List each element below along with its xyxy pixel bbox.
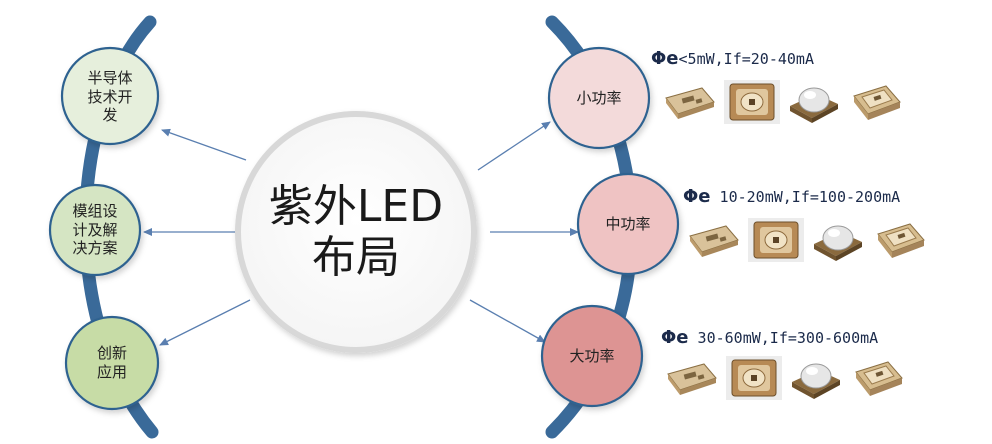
- arrow-to-innovation: [159, 299, 251, 346]
- node-mid-power-circle[interactable]: [576, 172, 680, 276]
- node-high-power-label: 大功率: [569, 346, 615, 365]
- node-high-power-circle[interactable]: [540, 304, 644, 408]
- phi-symbol-mid: Φe: [683, 186, 711, 207]
- square-cup-led-chip-icon-row2: [748, 218, 804, 262]
- arrows: [143, 121, 579, 346]
- module-line1: 模组设: [72, 201, 118, 220]
- center-title-line2: 布局: [312, 231, 400, 283]
- spec-high-text: 30-60mW,If=300-600mA: [688, 329, 879, 347]
- node-innovation-label: 创新 应用: [66, 323, 158, 403]
- square-cup-led-chip-icon-row3: [726, 356, 782, 400]
- spec-mid-power: Φe 10-20mW,If=100-200mA: [683, 186, 900, 207]
- node-low-power-circle[interactable]: [547, 46, 651, 150]
- flat-led-chip-icon-row2: [686, 218, 742, 262]
- semiconductor-line1: 半导体: [87, 68, 133, 87]
- module-line3: 决方案: [72, 239, 118, 258]
- phi-symbol-low: Φe: [651, 48, 679, 69]
- node-low-power-label: 小功率: [576, 88, 622, 107]
- lead-frame-led-chip-icon-row2: [872, 218, 928, 262]
- semiconductor-line2: 技术开: [87, 87, 133, 106]
- center-circle: [235, 111, 477, 353]
- dome-lens-led-chip-icon-row2: [810, 218, 866, 262]
- node-module-circle[interactable]: [48, 183, 142, 277]
- innovation-line2: 应用: [96, 363, 127, 381]
- spec-low-power: Φe<5mW,If=20-40mA: [651, 48, 814, 69]
- flat-led-chip-icon-row1: [662, 80, 718, 124]
- dome-lens-led-chip-icon-row3: [788, 356, 844, 400]
- module-line2: 计及解: [72, 220, 118, 239]
- flat-led-chip-icon-row3: [664, 356, 720, 400]
- lead-frame-led-chip-icon-row3: [850, 356, 906, 400]
- node-innovation-circle[interactable]: [64, 315, 160, 411]
- node-module-label: 模组设 计及解 决方案: [50, 188, 140, 272]
- arrow-to-high-power: [469, 299, 546, 343]
- arrow-to-low-power: [477, 121, 551, 171]
- arrow-to-semiconductor: [161, 128, 247, 161]
- spec-high-power: Φe 30-60mW,If=300-600mA: [661, 327, 878, 348]
- innovation-line1: 创新: [96, 344, 127, 363]
- spec-low-text: <5mW,If=20-40mA: [678, 50, 814, 68]
- node-semiconductor-label: 半导体 技术开 发: [64, 54, 156, 140]
- center-title: 紫外LED 布局: [250, 160, 462, 305]
- node-mid-power-label: 中功率: [605, 214, 651, 233]
- spec-mid-text: 10-20mW,If=100-200mA: [710, 188, 901, 206]
- semiconductor-line3: 发: [102, 106, 118, 125]
- center-title-line1: 紫外LED: [268, 180, 444, 232]
- lead-frame-led-chip-icon-row1: [848, 80, 904, 124]
- phi-symbol-high: Φe: [661, 327, 689, 348]
- dome-lens-led-chip-icon-row1: [786, 80, 842, 124]
- square-cup-led-chip-icon-row1: [724, 80, 780, 124]
- node-semiconductor-circle[interactable]: [60, 46, 160, 146]
